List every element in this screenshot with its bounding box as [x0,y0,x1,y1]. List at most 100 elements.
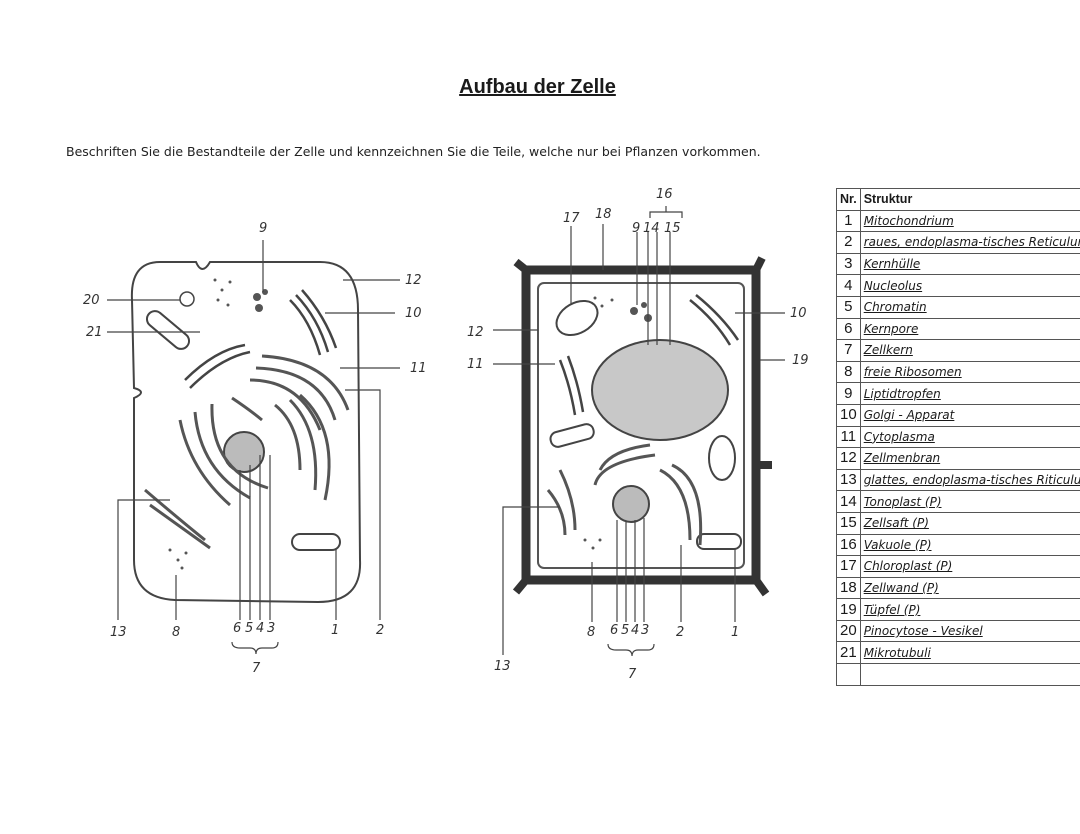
row-number: 11 [836,425,861,449]
plant-label: 1 [731,625,739,640]
plant-label: 3 [641,623,649,638]
plant-label: 7 [628,667,637,682]
animal-label: 1 [331,623,339,638]
animal-label: 8 [172,625,180,640]
row-number: 18 [836,576,861,600]
row-structure[interactable]: Chromatin [859,295,1080,319]
animal-nucleus [223,431,265,473]
row-number: 12 [836,447,861,470]
row-structure[interactable]: Liptidtropfen [859,382,1080,405]
animal-label: 20 [83,293,100,308]
plant-vacuole [591,339,729,441]
plant-label: 6 [610,623,618,638]
row-structure[interactable]: freie Ribosomen [859,360,1080,384]
row-structure[interactable]: Kernpore [859,317,1080,341]
plant-label: 13 [494,659,511,674]
row-structure[interactable]: Cytoplasma [859,425,1080,449]
table-row [836,663,1080,686]
plant-label: 18 [595,207,612,222]
animal-label: 11 [410,361,427,376]
row-structure[interactable]: Nucleolus [859,274,1080,297]
plant-label: 15 [664,221,681,236]
row-number: 7 [836,339,861,362]
row-number: 8 [836,360,861,384]
plant-label: 12 [467,325,484,340]
animal-label: 2 [376,623,384,638]
animal-label: 5 [245,621,253,636]
row-number [836,663,861,686]
plant-label: 4 [631,623,639,638]
row-number: 19 [836,598,861,621]
plant-label: 14 [643,221,660,236]
plant-cell-diagram: 16 17 18 9 14 15 10 19 12 11 13 8 6 5 4 … [467,187,809,682]
row-structure[interactable]: Mikrotubuli [859,641,1080,665]
table-header-row: Nr. Struktur [836,188,1080,211]
row-number: 1 [836,209,861,233]
row-number: 15 [836,511,861,535]
row-number: 16 [836,533,861,557]
row-structure[interactable] [859,663,1080,686]
row-structure[interactable]: Tonoplast (P) [859,490,1080,513]
animal-label: 12 [405,273,422,288]
plant-label: 2 [676,625,684,640]
row-structure[interactable]: Tüpfel (P) [859,598,1080,621]
plant-label: 8 [587,625,595,640]
header-nr: Nr. [836,188,861,211]
row-number: 9 [836,382,861,405]
row-number: 3 [836,252,861,276]
row-structure[interactable]: Pinocytose - Vesikel [859,619,1080,643]
plant-label: 11 [467,357,484,372]
row-structure[interactable]: Vakuole (P) [859,533,1080,557]
plant-label: 19 [792,353,809,368]
row-number: 20 [836,619,861,643]
plant-nucleus [612,485,650,523]
instruction-text: Beschriften Sie die Bestandteile der Zel… [66,144,761,159]
row-structure[interactable]: Chloroplast (P) [859,555,1080,578]
row-number: 5 [836,295,861,319]
animal-label: 9 [259,221,267,236]
row-structure[interactable]: raues, endoplasma-tisches Reticulum [859,231,1080,254]
row-structure[interactable]: Zellwand (P) [859,576,1080,600]
animal-cell-membrane [130,261,362,604]
plant-label: 17 [563,211,580,226]
row-number: 6 [836,317,861,341]
plant-label: 10 [790,306,807,321]
plant-label: 9 [632,221,640,236]
row-structure[interactable]: Zellmenbran [859,447,1080,470]
animal-label: 10 [405,306,422,321]
row-structure[interactable]: Kernhülle [859,252,1080,276]
animal-label: 4 [256,621,264,636]
row-structure[interactable]: Golgi - Apparat [859,403,1080,427]
plant-label: 5 [621,623,629,638]
plant-label: 16 [656,187,673,202]
row-number: 10 [836,403,861,427]
row-structure[interactable]: Zellsaft (P) [859,511,1080,535]
row-structure[interactable]: Mitochondrium [859,209,1080,233]
row-number: 2 [836,231,861,254]
plant-cell-wall [521,265,761,585]
row-structure[interactable]: glattes, endoplasma-tisches Riticulum [859,468,1080,492]
animal-label: 21 [86,325,103,340]
row-structure[interactable]: Zellkern [859,339,1080,362]
row-number: 14 [836,490,861,513]
animal-cell-diagram: 9 12 10 11 20 21 13 8 6 5 4 3 1 2 7 [83,221,427,676]
animal-label: 13 [110,625,127,640]
page-title: Aufbau der Zelle [459,76,616,98]
